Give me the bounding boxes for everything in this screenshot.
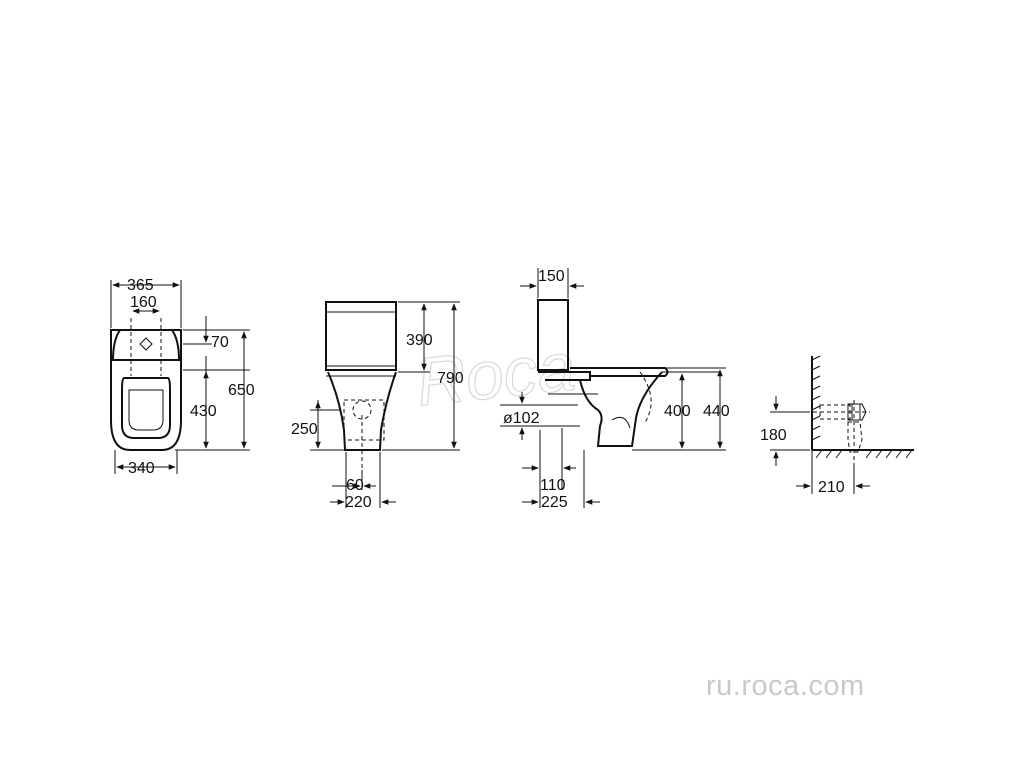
website-url: ru.roca.com	[706, 670, 865, 702]
dim-side-220: 220	[345, 494, 372, 511]
dim-profile-400: 400	[664, 403, 691, 420]
dim-profile-440: 440	[703, 403, 730, 420]
dim-side-60: 60	[346, 477, 364, 494]
dim-side-250: 250	[291, 421, 318, 438]
profile-view: 150 ø102 400 440 110 225	[500, 268, 730, 511]
dim-profile-outlet: ø102	[503, 410, 540, 427]
dim-profile-150: 150	[538, 268, 565, 285]
dim-side-390: 390	[406, 332, 433, 349]
side-view: 390 790 250 60 220	[291, 301, 464, 511]
dim-front-70: 70	[211, 334, 229, 351]
dim-front-430: 430	[190, 403, 217, 420]
dim-wall-180: 180	[760, 427, 787, 444]
front-view: 365 160 70 430 650 340	[110, 277, 255, 477]
dim-front-width-top: 365	[127, 277, 154, 294]
dim-profile-225: 225	[541, 494, 568, 511]
wall-detail: 180 210	[760, 355, 914, 496]
dim-front-hole-spacing: 160	[130, 294, 157, 311]
dim-profile-110: 110	[540, 477, 566, 494]
roca-logo: Roca	[413, 329, 579, 421]
dim-side-790: 790	[437, 370, 464, 387]
dim-wall-210: 210	[818, 479, 845, 496]
dim-front-650: 650	[228, 382, 255, 399]
dim-front-width-bottom: 340	[128, 460, 155, 477]
